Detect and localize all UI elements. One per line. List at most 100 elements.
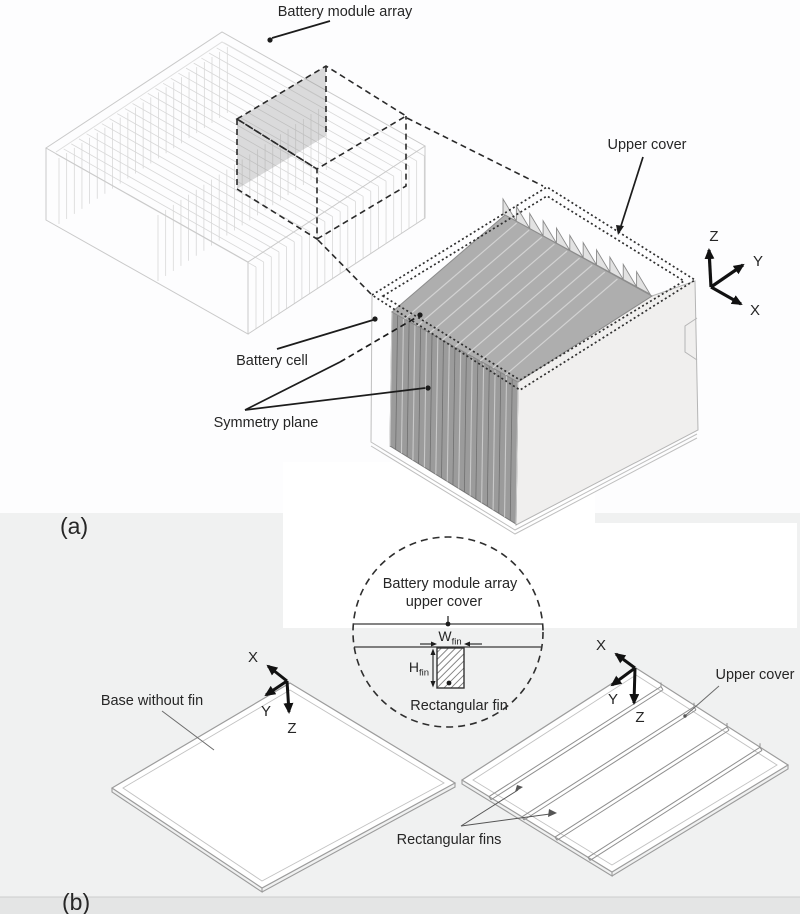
array-left-outline [45,148,249,335]
fin-width-dimension: Wfin [420,628,482,648]
deco-line [505,278,618,376]
leader-upper-cover-arrowhead [616,225,624,235]
leader-fins-arrow-2 [548,809,557,817]
coordinate-axes-a: Z Y X [704,228,763,319]
fin-height-text: Hfin [409,659,429,679]
deco-line [498,372,502,514]
deco-line [467,257,580,355]
deco-line [208,52,410,167]
deco-line [726,726,730,731]
deco-line [589,750,763,861]
deco-line [458,350,462,489]
upper-cover-inner [381,195,686,381]
w-dim-arrow-left [431,641,437,647]
fin-plate-rim [472,674,778,866]
deco-line [554,726,728,838]
axis-z-arrow-left [283,680,294,714]
callout-circle [352,536,544,728]
anchor-dot-symmetry-top [417,312,423,318]
axis-y-label: Y [753,253,763,270]
zoom-leader-top [406,117,544,187]
panel-a-annotations: Battery module array Upper cover Battery… [214,4,687,431]
anchor-dot-array [267,37,273,43]
h-dim-arrow-bottom [430,681,436,688]
fin-width-main: W [438,628,452,644]
deco-line [759,747,763,751]
axis-z-arrow [704,248,715,288]
anchor-dot-upper-cover-b [683,714,687,718]
deco-line [469,356,473,496]
zoom-region-cube [235,65,544,295]
fin-height-dimension: Hfin [409,648,436,688]
deco-line [463,353,467,493]
fin-plate [460,667,790,877]
battery-module-enlarged [370,185,699,535]
deco-line [554,836,558,841]
label-base-without-fin: Base without fin [101,693,203,709]
axis-y-label-right: Y [608,691,618,708]
leader-symmetry-plane-solid [244,361,341,411]
base-plate-rim [122,689,445,882]
base-plate-thickness [111,783,456,894]
anchor-dot-battery-cell [372,316,378,322]
deco-line [404,222,517,320]
axis-y-arrow-right [610,666,636,687]
leader-battery-cell [276,319,374,350]
top-face-stripes [404,222,618,376]
fin-height-main: H [409,659,419,675]
fin-width-sub: fin [452,637,462,648]
upper-cover-dotted-outline [370,185,697,392]
plate-fins [488,682,763,861]
label-symmetry-plane: Symmetry plane [214,415,319,431]
zoom-leader-bottom [317,239,372,295]
deco-line [412,324,416,461]
leader-upper-cover-b [685,685,720,716]
deco-line [442,243,555,341]
axis-x-arrow-left [266,664,288,683]
cell-stripes-dark [395,315,513,521]
deco-line [454,250,568,348]
deco-line [492,271,606,369]
anchor-dot-symmetry-left [425,385,431,391]
fin-height-sub: fin [419,668,429,679]
fin-detail-callout: Battery module array upper cover Wfin [352,536,544,728]
axis-x-label: X [750,302,760,319]
callout-title-line2: upper cover [406,594,483,610]
fin-plate-thickness [461,765,789,877]
deco-line [429,334,433,471]
deco-line [479,264,593,362]
leader-upper-cover-a [619,156,644,230]
axis-z-label-left: Z [287,720,296,737]
deco-line [481,362,485,503]
casing-lower-edge-offset [370,437,698,535]
deco-line [389,311,393,447]
cube-right-face [316,116,407,240]
panel-b: Battery module array upper cover Wfin [62,536,795,914]
deco-line [523,709,697,821]
deco-line [515,381,519,525]
deco-line [509,378,513,521]
deco-line [441,340,444,478]
callout-white-panel-right [533,523,797,628]
base-plate [110,682,457,894]
label-battery-module-array: Battery module array [278,4,413,20]
bottom-bar [0,897,800,914]
deco-line [423,331,427,468]
leader-fins-arrow-1 [515,785,523,792]
deco-line [418,327,421,464]
cell-stripes-light [389,311,519,525]
h-dim-arrow-top [430,648,436,655]
deco-line [400,318,405,454]
cell-tabs-sawtooth [502,197,652,296]
deco-line [395,315,399,450]
label-upper-cover-b: Upper cover [716,667,795,683]
deco-line [556,729,730,841]
deco-line [488,796,492,801]
deco-line [446,343,450,482]
casing-lower-edge [370,294,698,531]
deco-line [486,366,490,507]
panel-a-tag: (a) [60,513,88,539]
deco-line [587,857,591,861]
label-rectangular-fin: Rectangular fin [410,698,508,714]
